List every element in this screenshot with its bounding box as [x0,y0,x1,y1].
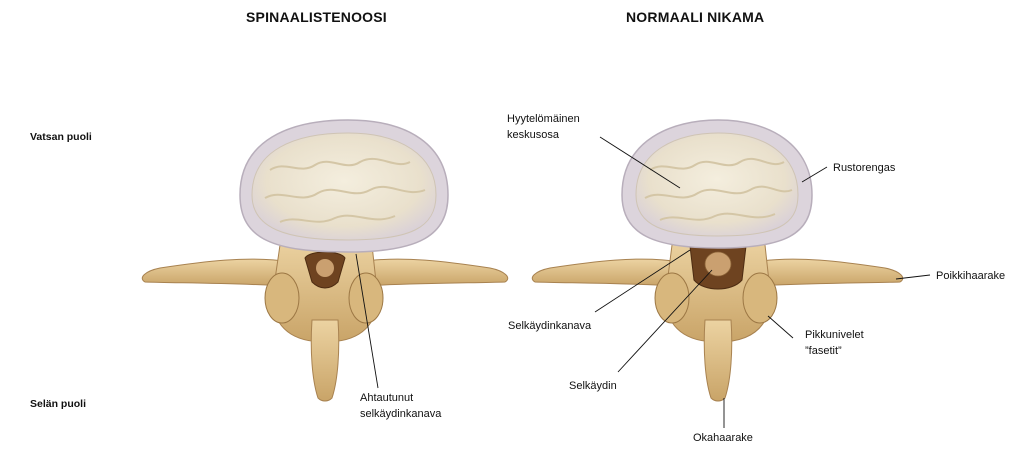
label-facets-line1: Pikkunivelet [805,327,864,343]
label-spinous-process: Okahaarake [693,430,753,446]
transverse-process-right-a [360,259,508,286]
label-narrowed-canal-line1: Ahtautunut [360,390,441,406]
disc-nucleus-a [252,133,436,240]
label-spinal-canal: Selkäydinkanava [508,318,591,334]
label-spinal-cord: Selkäydin [569,378,617,394]
label-narrowed-canal-line2: selkäydinkanava [360,406,441,422]
spinous-process-b [704,320,732,401]
label-narrowed-canal: Ahtautunut selkäydinkanava [360,390,441,422]
facet-left-b [655,273,689,323]
transverse-process-left-b [532,259,680,286]
transverse-process-left-a [142,259,290,286]
pointer-facets [768,316,793,338]
transverse-process-right-b [755,259,903,286]
spinal-cord-a [316,259,334,277]
label-annulus: Rustorengas [833,160,895,176]
label-nucleus-line2: keskusosa [507,127,580,143]
spinous-process-a [311,320,339,401]
label-nucleus: Hyytelömäinen keskusosa [507,111,580,143]
label-facets: Pikkunivelet ”fasetit” [805,327,864,359]
facet-left-a [265,273,299,323]
stenosis-vertebra [142,120,507,401]
label-nucleus-line1: Hyytelömäinen [507,111,580,127]
facet-right-b [743,273,777,323]
spinal-cord-b [705,252,731,276]
label-facets-line2: ”fasetit” [805,343,864,359]
label-transverse-process: Poikkihaarake [936,268,1005,284]
